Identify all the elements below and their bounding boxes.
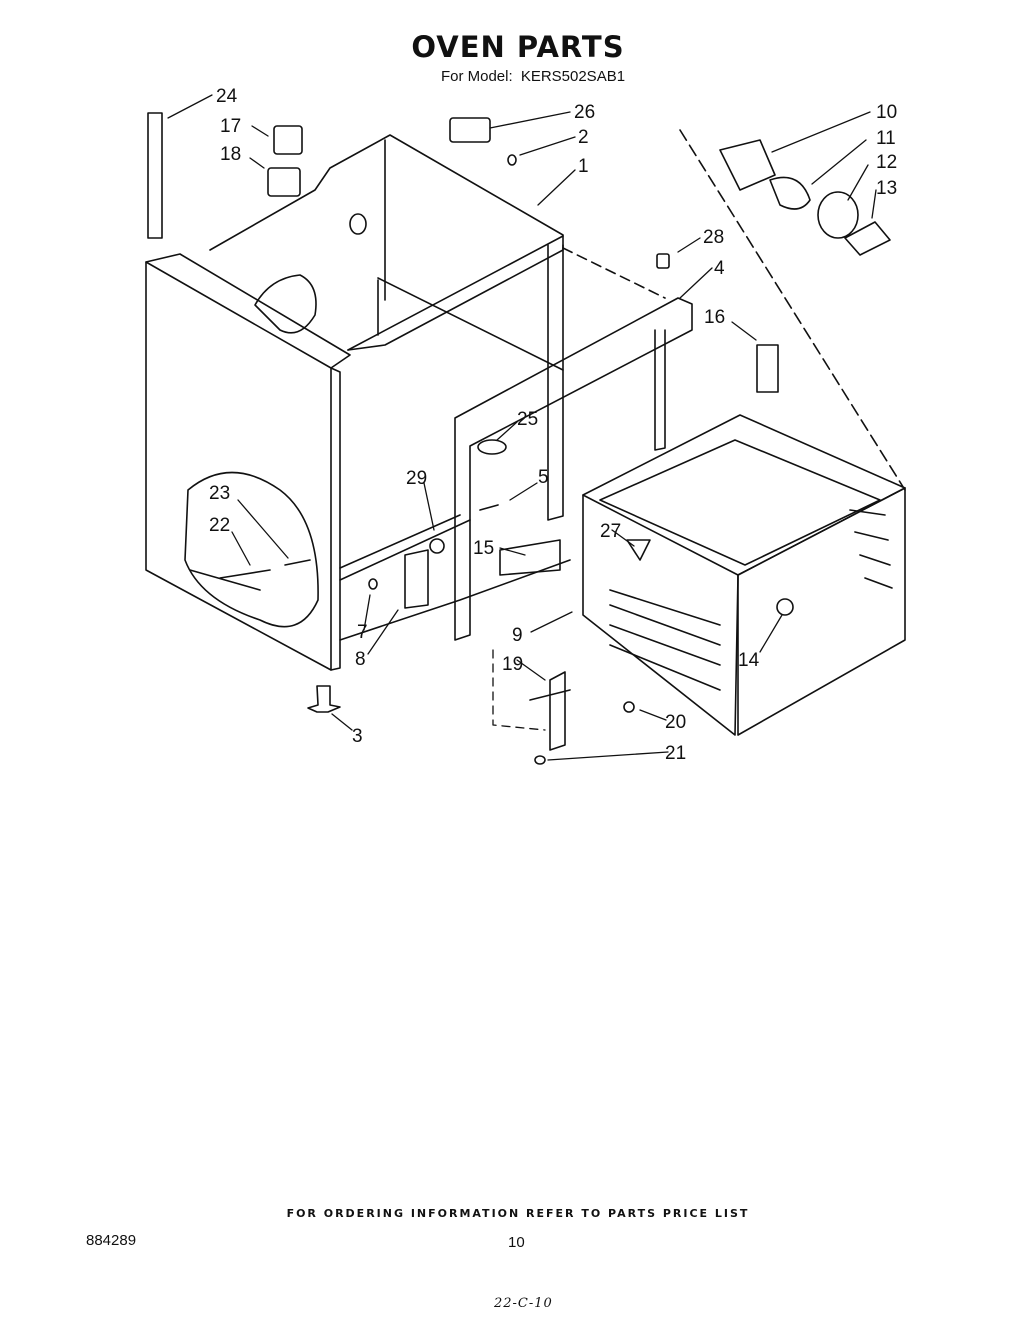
part-18 bbox=[267, 167, 301, 197]
light-lens-12 bbox=[817, 191, 859, 239]
part-17 bbox=[273, 125, 303, 155]
callout-8: 8 bbox=[355, 649, 366, 670]
part-29 bbox=[429, 538, 445, 554]
cabinet-right-upright bbox=[547, 244, 564, 521]
part-2 bbox=[507, 154, 517, 166]
part-21 bbox=[534, 755, 546, 765]
oven-light-socket-14 bbox=[776, 598, 794, 616]
callout-1: 1 bbox=[578, 156, 589, 177]
cabinet-back-panel bbox=[209, 134, 564, 351]
cabinet-bottom-front bbox=[339, 559, 571, 641]
callout-20: 20 bbox=[665, 712, 686, 733]
part-20 bbox=[623, 701, 635, 713]
oven-liner-left bbox=[582, 494, 739, 736]
front-frame-right-upright bbox=[654, 329, 666, 451]
cabinet-back-rail bbox=[377, 139, 386, 336]
document-number: 884289 bbox=[86, 1232, 137, 1249]
model-number: KERS502SAB1 bbox=[520, 68, 626, 85]
callout-3: 3 bbox=[352, 726, 363, 747]
callout-22: 22 bbox=[209, 515, 230, 536]
insulation-cutout bbox=[184, 471, 319, 628]
part-16 bbox=[756, 344, 779, 393]
callout-28: 28 bbox=[703, 227, 724, 248]
ordering-note: FOR ORDERING INFORMATION REFER TO PARTS … bbox=[286, 1207, 750, 1220]
callout-4: 4 bbox=[714, 258, 725, 279]
callout-12: 12 bbox=[876, 152, 897, 173]
callout-16: 16 bbox=[704, 307, 725, 328]
callout-labels: 24 17 18 26 2 1 10 11 12 13 28 4 16 25 2… bbox=[209, 86, 897, 764]
part-26 bbox=[449, 117, 491, 143]
part-25 bbox=[477, 439, 507, 455]
callout-18: 18 bbox=[220, 144, 241, 165]
callout-19: 19 bbox=[502, 654, 523, 675]
part-3 bbox=[307, 685, 341, 713]
light-socket-10 bbox=[719, 139, 776, 191]
part-27 bbox=[626, 539, 651, 561]
page-title: OVEN PARTS bbox=[411, 30, 625, 64]
side-panel-opening bbox=[254, 274, 317, 334]
hinge-23-22 bbox=[189, 559, 311, 591]
part-24 bbox=[147, 112, 163, 239]
cabinet-top-left bbox=[145, 253, 351, 369]
callout-26: 26 bbox=[574, 102, 595, 123]
bracket-15 bbox=[499, 539, 561, 576]
callout-10: 10 bbox=[876, 102, 897, 123]
callout-15: 15 bbox=[473, 538, 494, 559]
cabinet-side-panel bbox=[145, 261, 332, 671]
callout-21: 21 bbox=[665, 743, 686, 764]
callout-9: 9 bbox=[512, 625, 523, 646]
leader-lines bbox=[167, 94, 877, 761]
callout-7: 7 bbox=[357, 622, 368, 643]
callout-5: 5 bbox=[538, 467, 549, 488]
handwritten-code: 22-C-10 bbox=[494, 1296, 553, 1311]
callout-14: 14 bbox=[738, 650, 760, 671]
page-number: 10 bbox=[508, 1234, 525, 1251]
rack-supports bbox=[849, 509, 893, 589]
cabinet-bottom-rail bbox=[339, 514, 471, 581]
part-5 bbox=[479, 504, 499, 511]
light-bulb-11 bbox=[769, 176, 811, 210]
part-7 bbox=[368, 578, 378, 590]
cabinet-top-rail bbox=[347, 235, 564, 371]
callout-24: 24 bbox=[216, 86, 238, 107]
callout-23: 23 bbox=[209, 483, 230, 504]
callout-13: 13 bbox=[876, 178, 897, 199]
model-line: For Model: KERS502SAB1 bbox=[0, 68, 1036, 85]
callout-2: 2 bbox=[578, 127, 589, 148]
callout-25: 25 bbox=[517, 409, 538, 430]
callout-27: 27 bbox=[600, 521, 621, 542]
part-28 bbox=[656, 253, 670, 269]
oven-liner-right bbox=[737, 487, 906, 736]
dash-line-light bbox=[679, 129, 906, 491]
callout-29: 29 bbox=[406, 468, 427, 489]
cabinet-side-edge bbox=[330, 367, 341, 671]
front-frame bbox=[454, 297, 693, 641]
lens-retainer-13 bbox=[844, 221, 891, 256]
model-prefix: For Model: bbox=[440, 68, 513, 85]
dash-line-top bbox=[562, 247, 666, 299]
oven-liner-vent-1 bbox=[609, 589, 721, 691]
callout-11: 11 bbox=[876, 128, 896, 149]
oven-liner-front bbox=[582, 414, 906, 576]
bracket-19 bbox=[529, 671, 571, 751]
bracket-8 bbox=[404, 549, 429, 609]
oven-liner-window bbox=[599, 439, 881, 566]
callout-17: 17 bbox=[220, 116, 241, 137]
back-panel-hole bbox=[349, 213, 367, 235]
dash-leader-9 bbox=[492, 649, 546, 731]
